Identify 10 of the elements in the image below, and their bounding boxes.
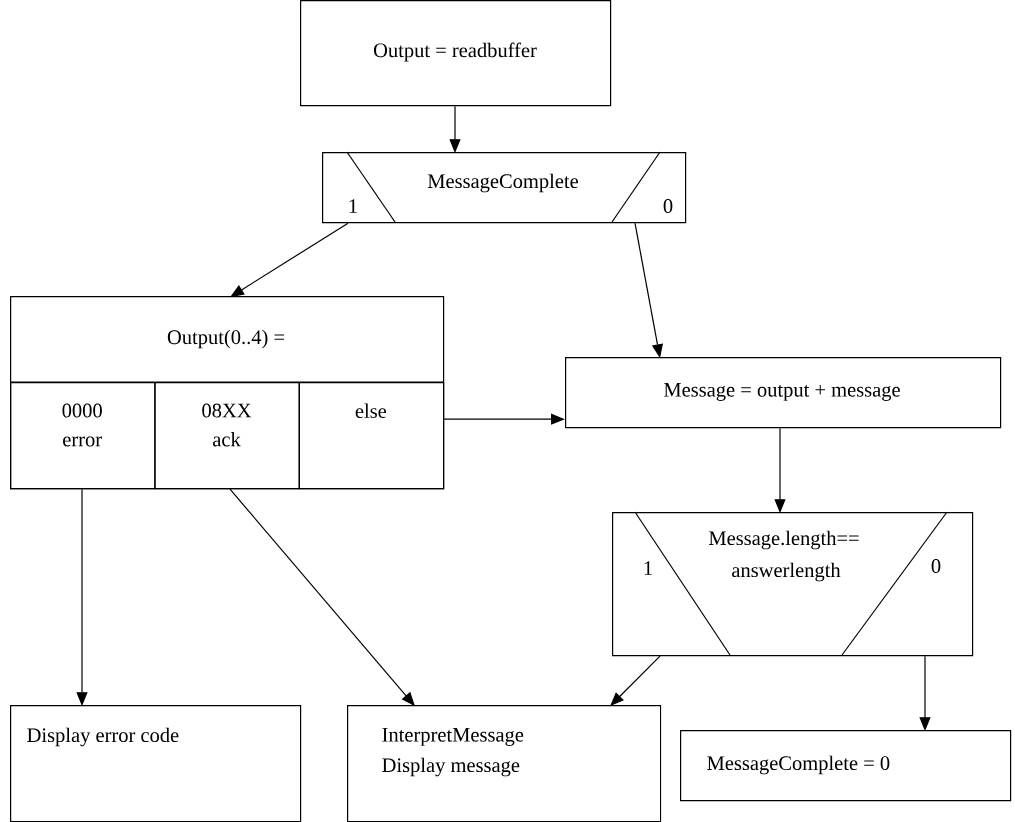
process-box: Display error code: [10, 705, 302, 822]
process-box: Message = output + message: [565, 357, 1002, 429]
case-cell: else: [298, 382, 445, 490]
case-cell: 08XX ack: [154, 382, 300, 490]
process-box: MessageComplete = 0: [680, 730, 1012, 802]
decision-box: MessageComplete 1 0: [322, 151, 687, 224]
process-box: Output = readbuffer: [300, 0, 612, 107]
process-box: InterpretMessage Display message: [347, 705, 662, 822]
decision-box: Message.length== 1 answerlength 0: [612, 511, 974, 657]
case-cell: 0000 error: [10, 382, 156, 490]
